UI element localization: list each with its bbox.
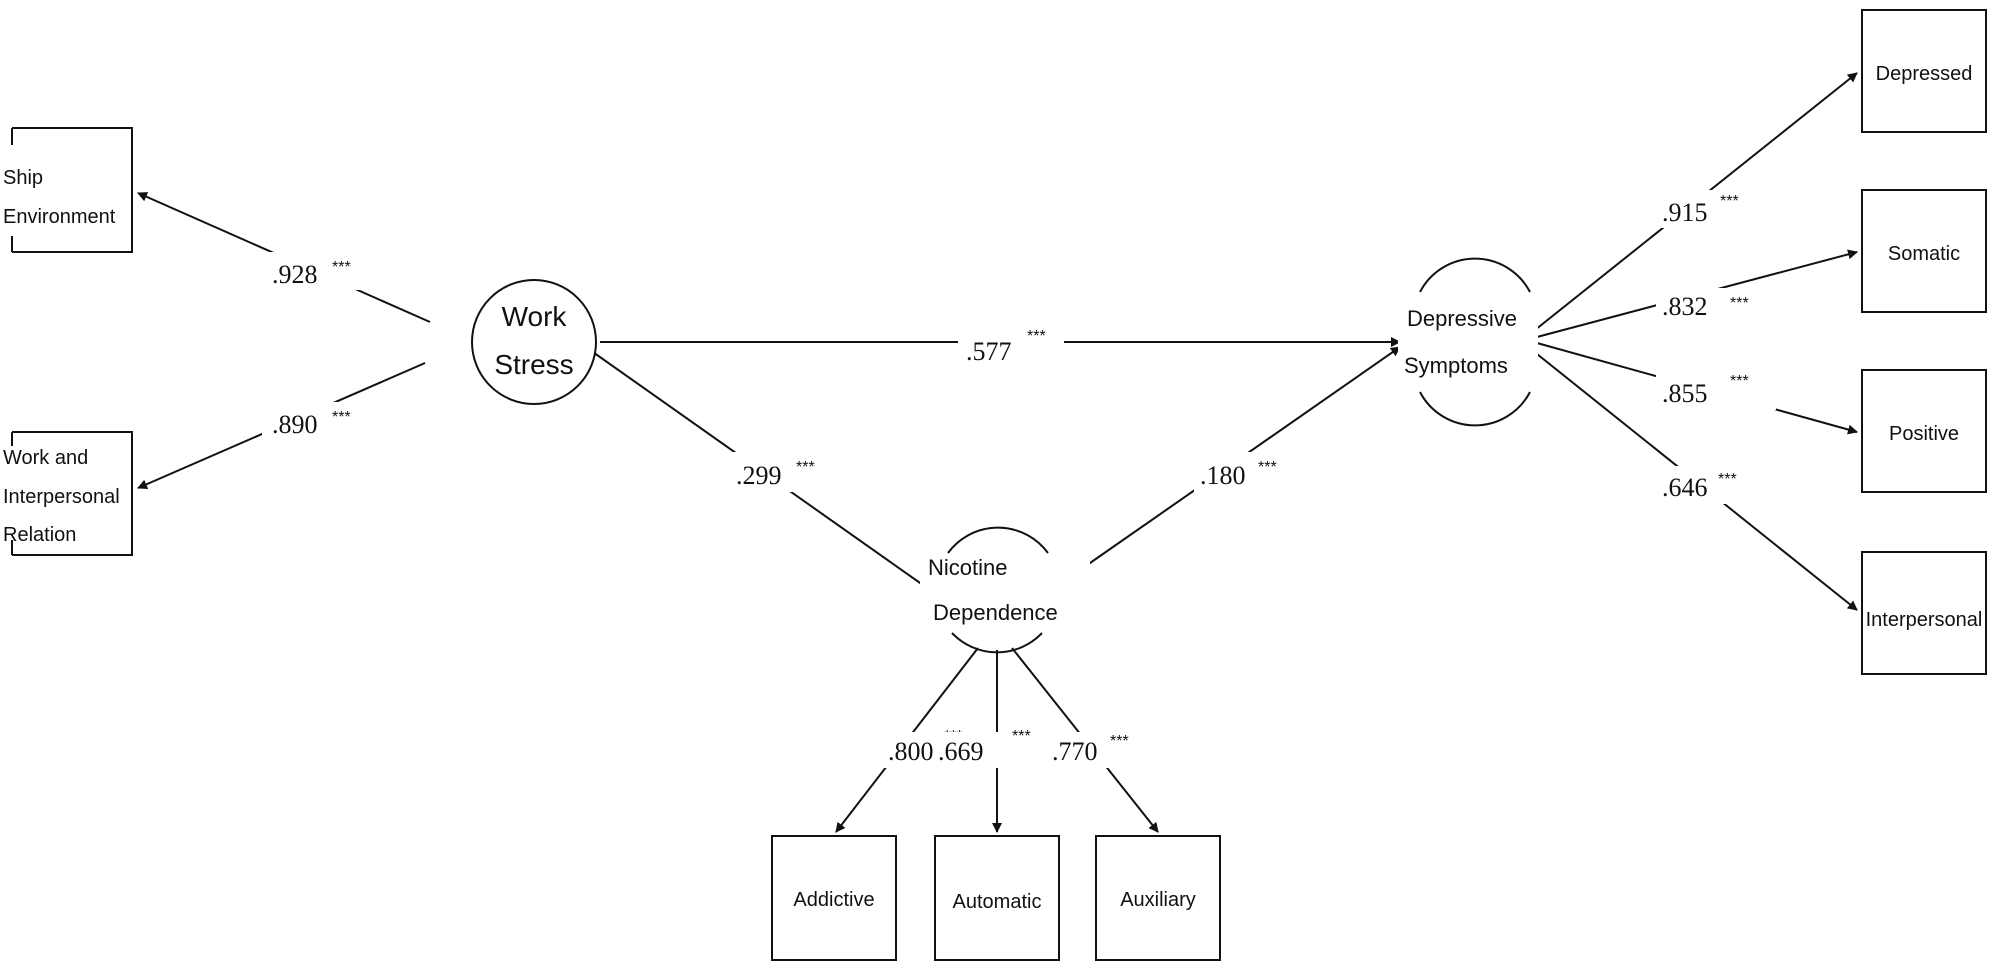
coef-ws-workrel-value: .890: [272, 410, 318, 439]
ship-environment-label-line2: Environment: [3, 206, 116, 228]
coef-ds-somatic: .832 ***: [1656, 288, 1776, 322]
coef-ds-depressed-sig: ***: [1720, 193, 1739, 210]
positive-label: Positive: [1889, 423, 1959, 445]
indicator-work-interpersonal-relation: Work and Interpersonal Relation: [3, 431, 133, 556]
coef-nd-ds: .180 ***: [1194, 452, 1316, 492]
coef-nd-addictive-value: .800: [888, 737, 934, 766]
coef-ds-interpersonal-sig: ***: [1718, 471, 1737, 488]
coef-nd-automatic-sig: ***: [1012, 728, 1031, 745]
coef-ws-ship-sig: ***: [332, 259, 351, 276]
coef-ws-nd: .299 ***: [730, 452, 850, 492]
latent-work-stress: Work Stress: [471, 279, 597, 405]
coef-ws-nd-sig: ***: [796, 459, 815, 476]
coef-nd-ds-value: .180: [1200, 461, 1246, 490]
indicator-positive: Positive: [1861, 369, 1987, 493]
coef-ws-workrel-sig: ***: [332, 409, 351, 426]
coef-ws-nd-value: .299: [736, 461, 782, 490]
coef-nd-automatic-value: .669: [938, 737, 984, 766]
work-stress-label-line1: Work: [502, 301, 568, 332]
nicotine-label-line1: Nicotine: [928, 555, 1007, 580]
work-stress-label-line2: Stress: [494, 349, 573, 380]
latent-depressive-symptoms: Depressive Symptoms: [1398, 257, 1538, 427]
indicator-somatic: Somatic: [1861, 189, 1987, 313]
coef-ws-ds: .577 ***: [958, 328, 1064, 366]
nicotine-label-line2: Dependence: [933, 600, 1058, 625]
coef-ds-positive: .855 ***: [1656, 373, 1776, 410]
coef-ds-interpersonal-value: .646: [1662, 473, 1708, 502]
ship-environment-label-line1: Ship: [3, 167, 43, 189]
coef-ds-somatic-sig: ***: [1730, 295, 1749, 312]
indicator-auxiliary: Auxiliary: [1095, 835, 1221, 961]
coef-ws-ship-value: .928: [272, 260, 318, 289]
coef-ws-ds-sig: ***: [1027, 328, 1046, 345]
indicator-ship-environment: Ship Environment: [3, 127, 133, 253]
coef-ds-somatic-value: .832: [1662, 292, 1708, 321]
coef-ws-workrel: .890 ***: [262, 402, 384, 440]
latent-nicotine-dependence: Nicotine Dependence: [920, 526, 1090, 654]
indicator-addictive: Addictive: [771, 835, 897, 961]
coef-nd-automatic: .669: [936, 732, 1016, 768]
indicator-depressed: Depressed: [1861, 9, 1987, 133]
indicator-interpersonal: Interpersonal: [1861, 551, 1987, 675]
coef-nd-auxiliary-value: .770: [1052, 737, 1098, 766]
coef-nd-auxiliary-sig: ***: [1110, 733, 1129, 750]
depressive-label-line2: Symptoms: [1404, 353, 1508, 378]
indicator-automatic: Automatic: [934, 835, 1060, 961]
work-relation-label-line1: Work and: [3, 447, 88, 469]
interpersonal-label: Interpersonal: [1866, 609, 1983, 631]
coef-ws-ship: .928 ***: [262, 252, 384, 290]
work-relation-label-line2: Interpersonal: [3, 486, 120, 508]
automatic-label: Automatic: [953, 891, 1042, 913]
coef-ds-depressed: .915 ***: [1656, 190, 1776, 228]
coef-ds-depressed-value: .915: [1662, 198, 1708, 227]
depressive-label-line1: Depressive: [1407, 306, 1517, 331]
somatic-label: Somatic: [1888, 243, 1960, 265]
coef-ws-ds-value: .577: [966, 337, 1012, 366]
depressed-label: Depressed: [1876, 63, 1973, 85]
coef-nd-ds-sig: ***: [1258, 459, 1277, 476]
coef-ds-positive-sig: ***: [1730, 373, 1749, 390]
auxiliary-label: Auxiliary: [1120, 889, 1196, 911]
coef-ds-positive-value: .855: [1662, 379, 1708, 408]
coef-nd-auxiliary: .770 ***: [1048, 732, 1148, 768]
addictive-label: Addictive: [793, 889, 874, 911]
work-relation-label-line3: Relation: [3, 524, 76, 546]
coef-ds-interpersonal: .646 ***: [1656, 466, 1776, 504]
